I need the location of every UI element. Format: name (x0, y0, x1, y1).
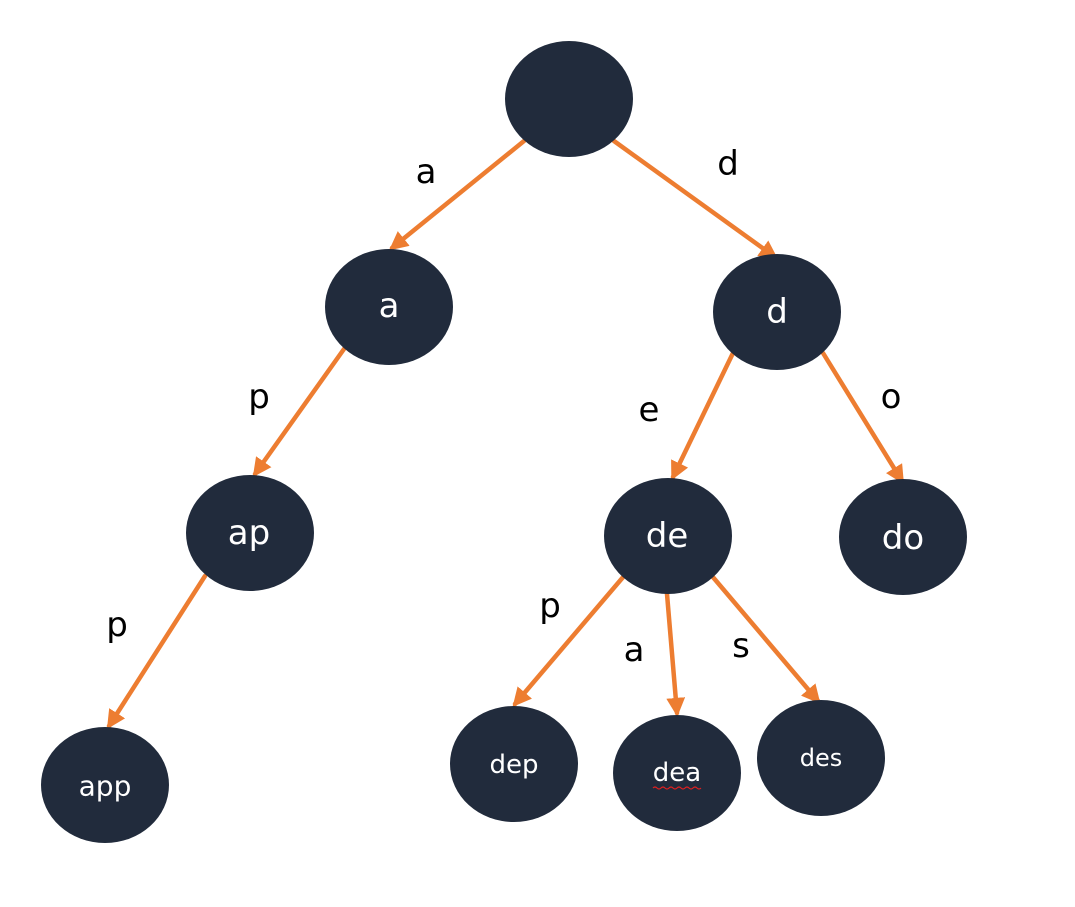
edge-label-de-dea: a (624, 630, 645, 670)
edge-de-dea (664, 591, 686, 717)
node-a-label: a (379, 286, 400, 326)
edge-label-a-ap: p (248, 377, 270, 417)
node-dea: dea (613, 715, 741, 831)
node-app-label: app (79, 770, 132, 803)
node-d-label: d (766, 292, 788, 332)
node-dea-label: dea (653, 758, 701, 788)
node-des: des (757, 700, 885, 816)
node-dep: dep (450, 706, 578, 822)
edge-label-de-des: s (732, 626, 750, 666)
node-d: d (713, 254, 841, 370)
edge-label-d-de: e (639, 390, 660, 430)
edge-label-de-dep: p (539, 586, 561, 626)
edge-ap-app (106, 573, 208, 730)
edge-de-dep (512, 573, 627, 707)
edge-d-do (820, 350, 905, 485)
node-ap-label: ap (228, 513, 270, 553)
edge-label-d-do: o (881, 377, 902, 417)
spellcheck-underline (652, 786, 702, 790)
node-do: do (839, 479, 967, 595)
node-do-label: do (882, 518, 924, 558)
node-root (505, 41, 633, 157)
edge-a-ap (252, 346, 347, 478)
node-de-label: de (646, 516, 689, 556)
edge-label-ap-app: p (106, 605, 128, 645)
edge-label-root-d: d (717, 144, 739, 184)
node-a: a (325, 249, 453, 365)
edge-root-a (389, 138, 527, 251)
node-de: de (604, 478, 732, 594)
edge-de-des (709, 573, 821, 704)
edge-d-de (670, 350, 736, 481)
edge-root-d (611, 138, 779, 260)
node-des-label: des (800, 744, 843, 772)
edge-label-root-a: a (416, 152, 437, 192)
node-dep-label: dep (489, 750, 538, 780)
node-app: app (41, 727, 169, 843)
node-ap: ap (186, 475, 314, 591)
